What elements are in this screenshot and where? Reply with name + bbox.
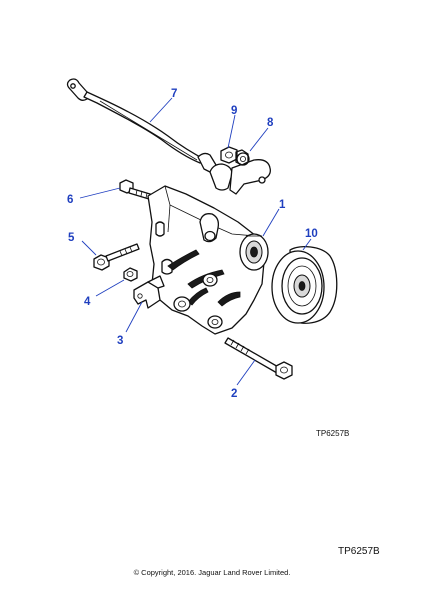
- part-9-nut: [220, 146, 238, 164]
- callout-labels: 1 2 3 4 5 6 7 8 9 10: [67, 88, 318, 400]
- callout-7: 7: [171, 88, 177, 100]
- diagram-reference-inner: TP6257B: [316, 429, 350, 438]
- part-3-small-bracket: [133, 275, 165, 309]
- callout-1: 1: [279, 199, 286, 211]
- callout-6: 6: [67, 194, 73, 206]
- leader-2: [236, 359, 256, 386]
- part-4-spacer: [123, 267, 138, 282]
- part-8-bracket: [209, 149, 271, 195]
- part-2-long-bolt: [224, 337, 293, 380]
- part-7-ground-strap: [66, 78, 218, 174]
- callout-5: 5: [68, 232, 75, 244]
- part-1-main-bracket: [147, 185, 269, 335]
- diagram-reference-outer: TP6257B: [338, 546, 380, 557]
- callout-2: 2: [231, 388, 237, 400]
- leader-6: [79, 187, 121, 199]
- callout-10: 10: [305, 228, 318, 240]
- leader-3: [125, 301, 143, 333]
- leader-10: [302, 238, 312, 251]
- leader-5: [81, 240, 97, 256]
- copyright-notice: © Copyright, 2016. Jaguar Land Rover Lim…: [133, 568, 291, 577]
- leader-4: [95, 279, 125, 297]
- part-10-pulley: [271, 245, 338, 324]
- part-5-bolt: [93, 243, 140, 271]
- leader-8: [249, 127, 269, 152]
- leader-lines: [79, 97, 312, 386]
- callout-3: 3: [117, 335, 123, 347]
- callout-8: 8: [267, 117, 274, 129]
- callout-9: 9: [231, 105, 237, 117]
- leader-9: [227, 114, 236, 149]
- leader-1: [262, 208, 280, 237]
- leader-7: [149, 97, 173, 123]
- callout-4: 4: [84, 296, 91, 308]
